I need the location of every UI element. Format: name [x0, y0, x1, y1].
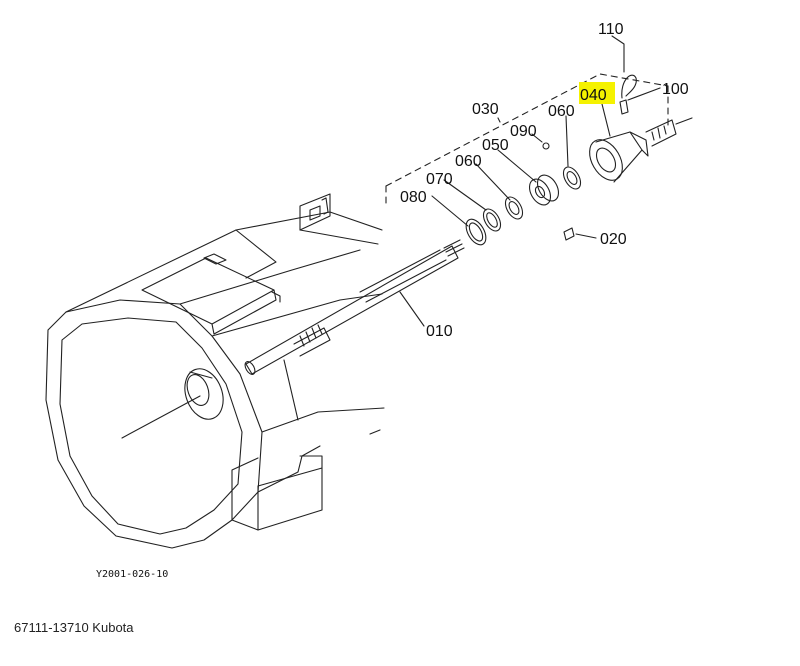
highlight-040 — [579, 82, 615, 104]
drawing-code: Y2001-026-10 — [96, 569, 168, 580]
part-number-caption: 67111-13710 Kubota — [14, 620, 134, 635]
part-040-coupling — [589, 131, 649, 183]
label-050: 050 — [482, 137, 509, 154]
label-020: 020 — [600, 231, 627, 248]
label-110: 110 — [598, 21, 624, 38]
main-shaft — [244, 239, 465, 375]
part-080-circlip — [465, 218, 487, 246]
assembly-dashed-outline — [385, 73, 669, 207]
part-060-washer-right — [562, 166, 582, 190]
splined-stub — [645, 117, 693, 147]
label-040: 040 — [580, 87, 607, 104]
part-090-ball — [542, 142, 550, 150]
label-080: 080 — [400, 189, 427, 206]
label-100: 100 — [662, 81, 689, 98]
part-020-pin — [563, 227, 575, 241]
label-010: 010 — [426, 323, 453, 340]
label-030: 030 — [472, 101, 499, 118]
label-070: 070 — [426, 171, 453, 188]
label-090: 090 — [510, 123, 537, 140]
leader-lines — [399, 35, 661, 327]
part-100-pin — [619, 99, 629, 115]
label-060-right: 060 — [548, 103, 575, 120]
transmission-housing — [45, 193, 385, 549]
part-060-washer-left — [504, 196, 524, 220]
part-110-clip — [621, 74, 637, 99]
label-060-left: 060 — [455, 153, 482, 170]
